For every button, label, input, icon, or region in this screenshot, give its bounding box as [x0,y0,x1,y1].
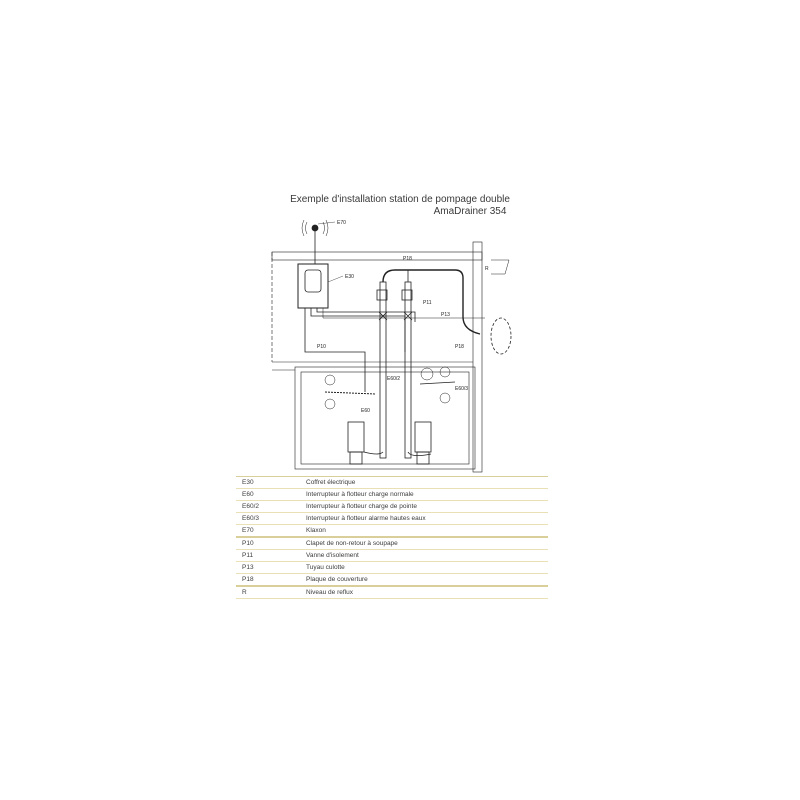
diagram-title: Exemple d'installation station de pompag… [290,194,510,205]
installation-diagram: E70 E30 P18 P11 P13 P18 P10 E60 E60/2 E6… [271,219,512,473]
label-p11: P11 [423,300,432,306]
label-e60: E60 [361,408,370,414]
label-e60-3: E60/3 [455,386,468,392]
label-e60-2: E60/2 [387,376,400,382]
label-e30: E30 [345,274,354,280]
label-p13: P13 [441,312,450,318]
label-e70: E70 [337,220,346,226]
label-p18-cover: P18 [455,344,464,350]
diagram-subtitle: AmaDrainer 354 [433,206,507,217]
label-r: R [485,266,489,272]
label-p18: P18 [403,256,412,262]
label-p10: P10 [317,344,326,350]
